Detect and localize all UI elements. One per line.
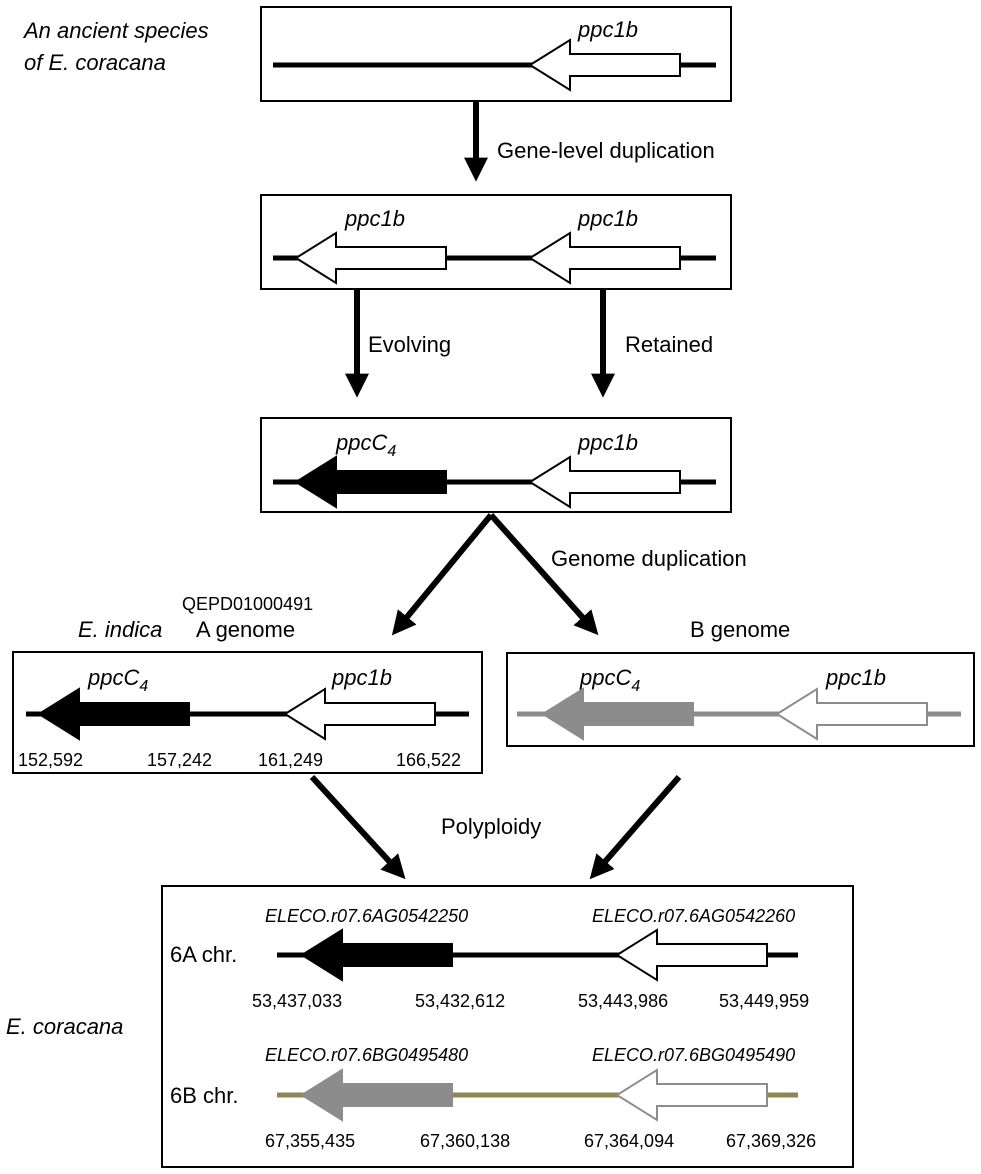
polyploidy-arrow-left	[309, 774, 406, 880]
b-ppcC4-label: ppcC4	[579, 665, 640, 695]
ancient-species-label-2: of E. coracana	[24, 50, 166, 75]
a-coord-2: 157,242	[147, 750, 212, 770]
a-genome-box: ppcC4 ppc1b 152,592 157,242 161,249 166,…	[12, 651, 483, 774]
a-ppc1b-label: ppc1b	[331, 665, 392, 690]
chr6a-ppcC4-arrow	[300, 928, 453, 982]
chr6b-ppcC4-arrow	[300, 1068, 453, 1122]
accession-label: QEPD01000491	[182, 594, 313, 614]
evolved-box: ppcC4 ppc1b	[260, 417, 732, 513]
chr6b-label: 6B chr.	[170, 1083, 238, 1108]
ancient-species-box: ppc1b	[260, 6, 732, 102]
chr6b-coord-1: 67,355,435	[265, 1131, 355, 1151]
chr6b-gene-left-label: ELECO.r07.6BG0495480	[265, 1045, 468, 1065]
ancient-species-label-1: An ancient species	[22, 18, 209, 43]
e-coracana-label: E. coracana	[6, 1014, 123, 1039]
e-coracana-box: 6A chr. ELECO.r07.6AG0542250 ELECO.r07.6…	[161, 885, 854, 1168]
genome-dup-arrow-right	[488, 513, 599, 636]
ppc1b-right-label: ppc1b	[577, 206, 638, 231]
ppc1b-left-label: ppc1b	[344, 206, 405, 231]
b-ppcC4-arrow	[541, 687, 694, 741]
b-ppc1b-label: ppc1b	[825, 665, 886, 690]
a-coord-3: 161,249	[258, 750, 323, 770]
chr6a-coord-2: 53,432,612	[415, 991, 505, 1011]
chr6b-gene-right-label: ELECO.r07.6BG0495490	[592, 1045, 795, 1065]
a-ppcC4-label: ppcC4	[87, 665, 148, 695]
ppc1b-label: ppc1b	[577, 17, 638, 42]
chr6a-coord-1: 53,437,033	[252, 991, 342, 1011]
chr6a-gene-left-label: ELECO.r07.6AG0542250	[265, 906, 468, 926]
genome-duplication-label: Genome duplication	[551, 546, 747, 571]
ppcC4-gene-arrow	[294, 455, 447, 509]
ppc1b-right-arrow	[528, 231, 681, 285]
chr6b-coord-2: 67,360,138	[420, 1131, 510, 1151]
chr6a-coord-4: 53,449,959	[719, 991, 809, 1011]
chr6a-gene-right-label: ELECO.r07.6AG0542260	[592, 906, 795, 926]
a-genome-label: A genome	[196, 617, 295, 642]
b-ppc1b-arrow	[775, 687, 928, 741]
ppc1b-label-2: ppc1b	[577, 430, 638, 455]
chr6a-label: 6A chr.	[170, 942, 237, 967]
chr6b-coord-3: 67,364,094	[584, 1131, 674, 1151]
polyploidy-arrow-right	[589, 775, 682, 880]
b-genome-box: ppcC4 ppc1b	[506, 652, 975, 747]
a-ppc1b-arrow	[283, 687, 436, 741]
e-indica-label: E. indica	[78, 617, 162, 642]
chr6a-coord-3: 53,443,986	[578, 991, 668, 1011]
evolving-label: Evolving	[368, 332, 451, 357]
chr6a-track: 6A chr. ELECO.r07.6AG0542250 ELECO.r07.6…	[170, 906, 809, 1011]
chr6b-track: 6B chr. ELECO.r07.6BG0495480 ELECO.r07.6…	[170, 1045, 816, 1151]
b-genome-label: B genome	[690, 617, 790, 642]
retained-label: Retained	[625, 332, 713, 357]
chr6a-ppc1b-arrow	[615, 928, 768, 982]
gene-duplication-label: Gene-level duplication	[497, 138, 715, 163]
a-ppcC4-arrow	[37, 687, 190, 741]
ppcC4-label: ppcC4	[335, 430, 396, 460]
duplicated-box: ppc1b ppc1b	[260, 194, 732, 290]
chr6b-ppc1b-arrow	[615, 1068, 768, 1122]
ppc1b-left-arrow	[294, 231, 447, 285]
chr6b-coord-4: 67,369,326	[726, 1131, 816, 1151]
polyploidy-label: Polyploidy	[441, 814, 541, 839]
ppc1b-gene-arrow	[528, 38, 681, 92]
genome-dup-arrow-left	[391, 513, 494, 636]
a-coord-1: 152,592	[18, 750, 83, 770]
a-coord-4: 166,522	[396, 750, 461, 770]
ppc1b-gene-arrow-2	[528, 455, 681, 509]
